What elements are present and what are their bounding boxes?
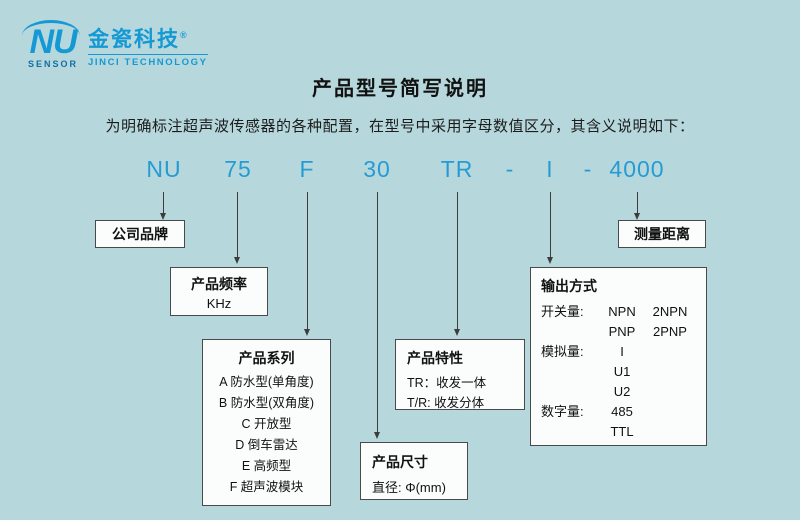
box-output-title: 输出方式 xyxy=(541,278,597,294)
box-distance: 测量距离 xyxy=(618,220,706,248)
output-row-value: 2NPN xyxy=(652,304,688,319)
output-row-value: PNP xyxy=(608,324,636,339)
registered-trademark-mark: ® xyxy=(180,30,187,40)
model-segment-brand: NU xyxy=(146,156,182,182)
feature-item: T/R: 收发分体 xyxy=(407,396,485,410)
series-item: B 防水型(双角度) xyxy=(218,396,315,410)
series-item: A 防水型(单角度) xyxy=(219,375,314,389)
feature-item: TR：收发一体 xyxy=(407,376,487,390)
output-row-value: I xyxy=(620,344,624,359)
box-size-title: 产品尺寸 xyxy=(372,454,428,470)
output-row-value xyxy=(645,422,695,441)
arrow-feature xyxy=(454,192,460,336)
box-frequency-unit: KHz xyxy=(206,296,232,311)
output-row-value: NPN xyxy=(608,304,636,319)
model-segment-feature: TR xyxy=(440,156,474,182)
output-row-value: U2 xyxy=(613,384,631,399)
box-distance-title: 测量距离 xyxy=(634,226,690,242)
box-series: 产品系列 A 防水型(单角度) B 防水型(双角度) C 开放型 D 倒车雷达 … xyxy=(202,339,331,506)
output-row-label: 开关量: xyxy=(541,304,584,319)
arrow-size xyxy=(374,192,380,439)
output-row-label xyxy=(541,422,599,441)
model-segment-dash-1: - xyxy=(505,156,515,182)
arrow-output xyxy=(547,192,553,264)
output-row-value xyxy=(645,402,695,421)
box-brand-title: 公司品牌 xyxy=(112,226,168,242)
output-row-value: 2PNP xyxy=(653,324,687,339)
logo-sensor-text: SENSOR xyxy=(28,59,79,70)
box-series-title: 产品系列 xyxy=(238,350,295,366)
output-row-label xyxy=(541,362,599,381)
output-row-value: TTL xyxy=(610,424,634,439)
series-item: D 倒车雷达 xyxy=(235,438,298,452)
intro-text: 为明确标注超声波传感器的各种配置，在型号中采用字母数值区分，其含义说明如下： xyxy=(105,118,695,135)
output-row-value: 485 xyxy=(611,404,633,419)
model-segment-distance: 4000 xyxy=(609,156,665,182)
logo-company-name-en: JINCI TECHNOLOGY xyxy=(88,54,208,68)
model-segment-size: 30 xyxy=(363,156,391,182)
output-row-value xyxy=(645,362,695,381)
logo-swoosh-icon xyxy=(22,20,80,36)
output-row-value xyxy=(645,342,695,361)
logo-company-name-cn: 金瓷科技® xyxy=(88,28,208,51)
box-feature-title: 产品特性 xyxy=(407,350,463,366)
output-row-label xyxy=(541,322,599,341)
box-frequency-title: 产品频率 xyxy=(191,276,247,292)
box-frequency: 产品频率 KHz xyxy=(170,267,268,316)
output-row-label: 模拟量: xyxy=(541,344,584,359)
box-size-detail: 直径: Φ(mm) xyxy=(372,480,446,495)
logo-nu-mark: NU SENSOR xyxy=(22,20,80,70)
series-item: C 开放型 xyxy=(241,417,292,431)
box-brand: 公司品牌 xyxy=(95,220,185,248)
series-item: F 超声波模块 xyxy=(229,480,304,494)
output-row-value: U1 xyxy=(613,364,631,379)
output-row-label: 数字量: xyxy=(541,404,584,419)
model-segment-frequency: 75 xyxy=(224,156,252,182)
box-feature: 产品特性 TR：收发一体 T/R: 收发分体 xyxy=(395,339,525,410)
company-cn-text: 金瓷科技 xyxy=(88,28,181,51)
arrow-series xyxy=(304,192,310,336)
box-size: 产品尺寸 直径: Φ(mm) xyxy=(360,442,468,500)
arrow-brand xyxy=(160,192,166,220)
model-segment-output: I xyxy=(546,156,554,182)
model-segment-dash-2: - xyxy=(583,156,593,182)
box-output: 输出方式 开关量: NPN 2NPN PNP 2PNP 模拟量: I U1 U2… xyxy=(530,267,707,446)
arrow-distance xyxy=(634,192,640,220)
brand-logo: NU SENSOR 金瓷科技® JINCI TECHNOLOGY xyxy=(22,20,208,70)
arrow-frequency xyxy=(234,192,240,264)
output-row-label xyxy=(541,382,599,401)
logo-company-block: 金瓷科技® JINCI TECHNOLOGY xyxy=(88,20,208,68)
series-item: E 高频型 xyxy=(241,459,292,473)
page-title: 产品型号简写说明 xyxy=(312,78,488,100)
output-options-grid: 开关量: NPN 2NPN PNP 2PNP 模拟量: I U1 U2 数字量:… xyxy=(541,302,696,441)
model-segment-series: F xyxy=(299,156,315,182)
output-row-value xyxy=(645,382,695,401)
